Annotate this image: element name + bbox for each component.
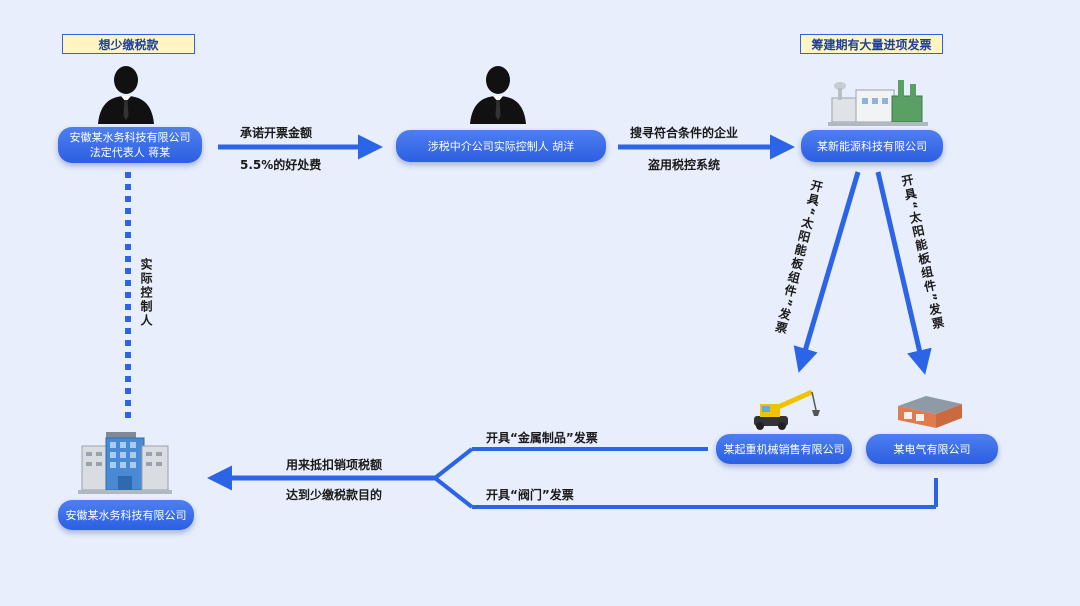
electric-company-node[interactable]: 某电气有限公司 [866, 434, 998, 464]
search-label-bottom: 盗用税控系统 [648, 158, 721, 172]
electric-company-label: 某电气有限公司 [893, 442, 971, 456]
promise-label-top: 承诺开票金额 [240, 126, 313, 140]
person-icon [98, 66, 154, 124]
actual-controller-label: 实际控制人 [139, 258, 153, 328]
legal-rep-node[interactable]: 安徽某水务科技有限公司 法定代表人 蒋某 [58, 127, 202, 163]
deduct-label-bottom: 达到少缴税款目的 [286, 488, 383, 502]
factory-icon [828, 80, 928, 126]
valve-invoice-branch [433, 476, 474, 509]
water-company-node[interactable]: 安徽某水务科技有限公司 [58, 500, 194, 530]
invoices-tag-text: 筹建期有大量进项发票 [811, 37, 932, 52]
legal-rep-line2: 法定代表人 蒋某 [89, 146, 171, 159]
office-building-icon [78, 432, 172, 494]
legal-rep-line1: 安徽某水务科技有限公司 [69, 131, 191, 144]
warehouse-icon [898, 396, 962, 428]
invoices-tag: 筹建期有大量进项发票 [800, 34, 943, 54]
intermediary-node[interactable]: 涉税中介公司实际控制人 胡洋 [396, 130, 606, 162]
solar-invoice-arrow-2 [875, 171, 932, 375]
metal-invoice-label: 开具“金属制品”发票 [486, 431, 598, 445]
solar-invoice-arrow-1 [793, 171, 861, 373]
intermediary-label: 涉税中介公司实际控制人 胡洋 [427, 139, 575, 153]
valve-invoice-label: 开具“阀门”发票 [486, 488, 574, 502]
energy-company-node[interactable]: 某新能源科技有限公司 [801, 130, 943, 162]
deduct-label-top: 用来抵扣销项税额 [286, 458, 383, 472]
metal-invoice-branch [433, 447, 474, 480]
promise-label-bottom: 5.5%的好处费 [240, 158, 322, 172]
goal-tag: 想少缴税款 [62, 34, 195, 54]
crane-company-node[interactable]: 某起重机械销售有限公司 [716, 434, 852, 464]
crane-company-label: 某起重机械销售有限公司 [723, 442, 845, 456]
energy-company-label: 某新能源科技有限公司 [817, 139, 927, 153]
search-label-top: 搜寻符合条件的企业 [630, 126, 739, 140]
crane-icon [754, 389, 820, 430]
water-company-label: 安徽某水务科技有限公司 [65, 508, 187, 522]
person-icon [470, 66, 526, 124]
goal-tag-text: 想少缴税款 [98, 37, 159, 52]
